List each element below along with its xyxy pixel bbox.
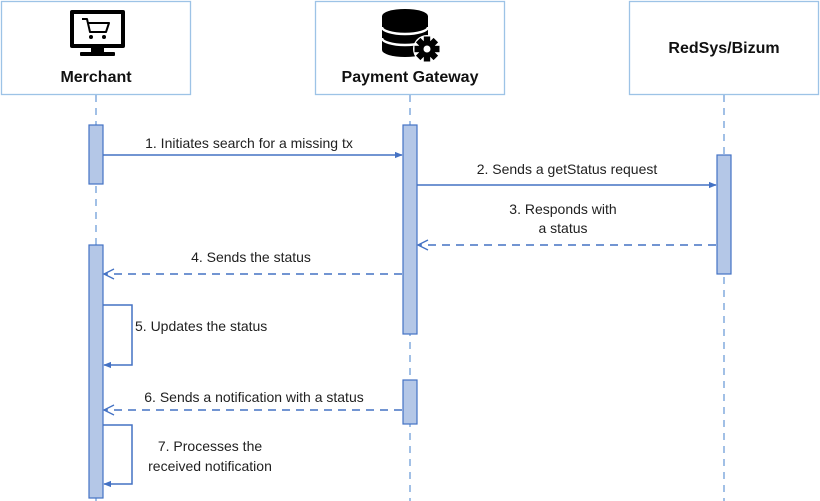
message-label: 5. Updates the status	[135, 318, 267, 334]
message-7: 7. Processes the received notification	[103, 424, 272, 488]
self-call-arrow	[103, 304, 133, 369]
message-label: 3. Responds with	[509, 201, 616, 217]
message-label: 1. Initiates search for a missing tx	[145, 135, 353, 151]
actor-name-payment-gateway: Payment Gateway	[342, 69, 479, 86]
activation-bar-payment-gateway	[402, 124, 418, 335]
message-label: received notification	[148, 458, 272, 474]
actor-name-redsys-bizum: RedSys/Bizum	[668, 40, 779, 57]
actor-merchant: Merchant	[0, 0, 192, 96]
database-gear-icon	[380, 9, 441, 63]
actor-payment-gateway: Payment Gateway	[314, 0, 506, 96]
message-3: 3. Responds with a status	[418, 201, 716, 245]
activation-bar-merchant	[88, 244, 104, 499]
shopping-cart-monitor-icon	[70, 10, 125, 56]
message-2: 2. Sends a getStatus request	[417, 161, 717, 189]
message-1: 1. Initiates search for a missing tx	[103, 135, 403, 159]
actor-name-merchant: Merchant	[60, 69, 132, 86]
actor-redsys-bizum: RedSys/Bizum	[628, 0, 820, 96]
message-label: 2. Sends a getStatus request	[477, 161, 658, 177]
actor-box	[628, 0, 820, 96]
message-5: 5. Updates the status	[103, 304, 267, 369]
message-label: a status	[538, 220, 587, 236]
message-label: 7. Processes the	[158, 438, 262, 454]
message-4: 4. Sends the status	[104, 249, 402, 274]
message-6: 6. Sends a notification with a status	[104, 389, 402, 410]
message-label: 4. Sends the status	[191, 249, 311, 265]
self-call-arrow	[103, 424, 133, 488]
activation-bar-payment-gateway	[402, 379, 418, 425]
activation-bar-redsys-bizum	[716, 154, 732, 275]
message-label: 6. Sends a notification with a status	[144, 389, 363, 405]
activation-bar-merchant	[88, 124, 104, 185]
